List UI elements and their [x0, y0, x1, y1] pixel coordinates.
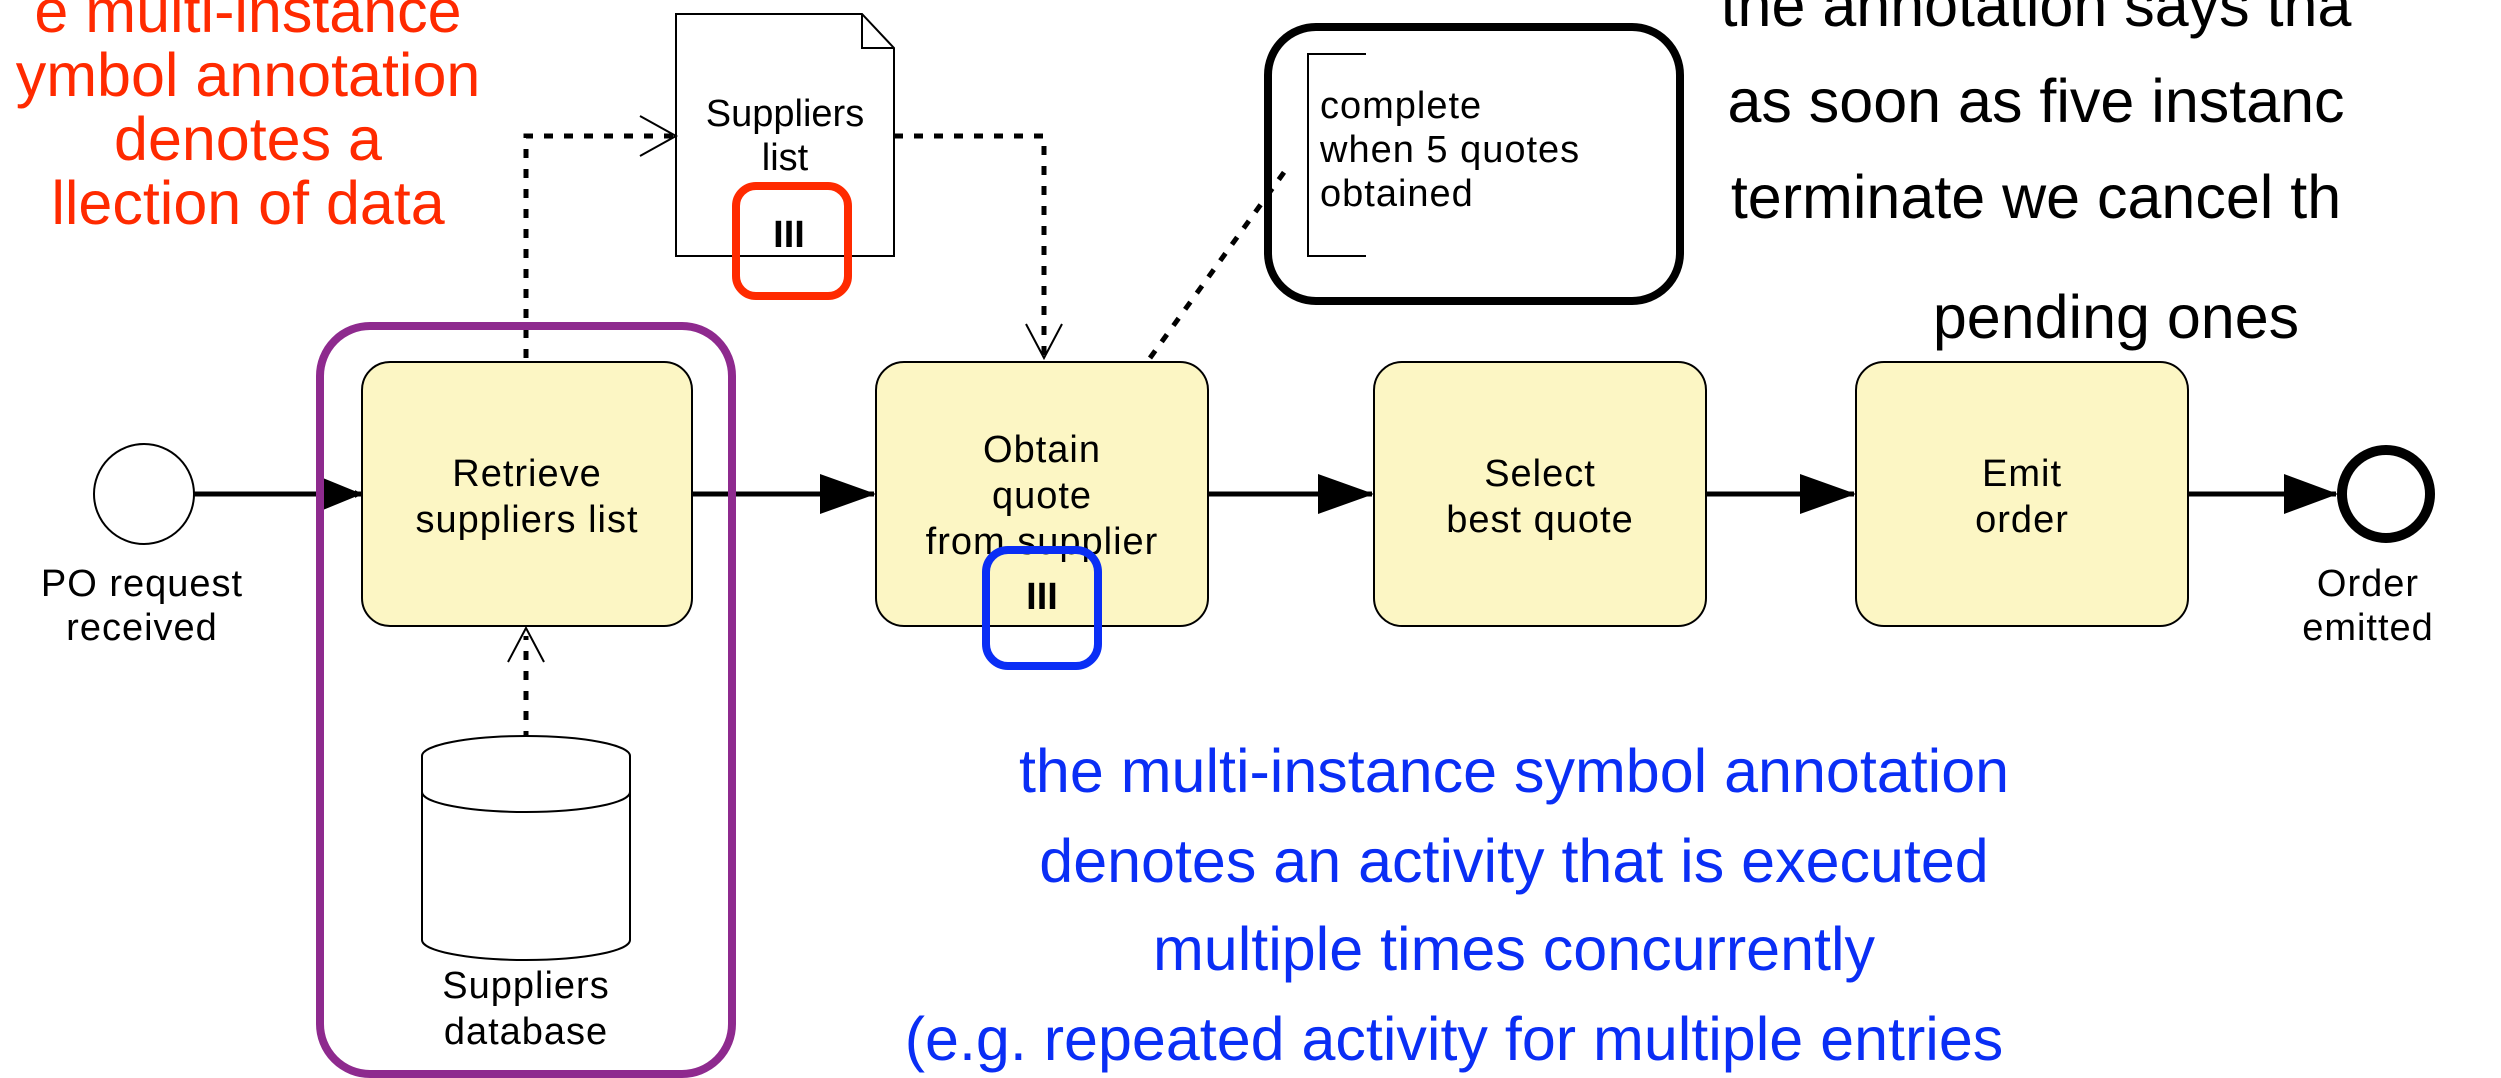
purple-highlight-box — [316, 322, 736, 1078]
task-label-line-3: from supplier — [926, 521, 1159, 563]
task-box — [1855, 361, 2189, 627]
task-label-line-2: quote — [992, 475, 1092, 517]
data-store-suppliers-database: Suppliers database — [421, 735, 631, 1053]
note-red-line-3: denotes a — [114, 105, 382, 173]
task-label-line-2: best quote — [1446, 499, 1633, 541]
data-store-label-line-1: Suppliers — [442, 965, 609, 1007]
note-red-line-4: llection of data — [51, 169, 444, 237]
task-label-line-1: Select — [1484, 453, 1596, 495]
note-blue-line-2: denotes an activity that is executed — [1039, 827, 1988, 895]
task-box — [875, 361, 1209, 627]
note-black-line-3: terminate we cancel th — [1731, 163, 2341, 231]
arrowhead-into-data-object — [639, 115, 679, 157]
end-event-label-line-2: emitted — [2302, 607, 2434, 649]
arrowhead-flow-4 — [1800, 474, 1856, 514]
task-label-line-1: Emit — [1982, 453, 2062, 495]
task-label-line-2: suppliers list — [415, 499, 638, 541]
data-object-label-line-2: list — [762, 137, 809, 179]
database-ring-2 — [421, 774, 631, 813]
data-store-label-line-2: database — [444, 1011, 608, 1053]
arrowhead-flow-1 — [318, 476, 362, 512]
task-box — [1373, 361, 1707, 627]
blue-highlight-box — [982, 546, 1102, 670]
task-obtain-quote-from-supplier: Obtain quote from supplier III — [875, 361, 1209, 670]
annotation-label-line-3: obtained — [1320, 173, 1474, 215]
text-annotation: complete when 5 quotes obtained — [1147, 23, 1684, 360]
task-label-line-1: Retrieve — [452, 453, 602, 495]
start-event-circle — [93, 443, 195, 545]
note-red-line-2: ymbol annotation — [16, 41, 481, 109]
note-black-line-1: the annotation says tha — [1721, 0, 2352, 39]
task-label-line-2: order — [1975, 499, 2069, 541]
end-event-circle — [2337, 445, 2435, 543]
annotation-label-line-1: complete — [1320, 85, 1482, 127]
note-black-line-4: pending ones — [1933, 283, 2299, 351]
arrowhead-flow-3 — [1318, 474, 1374, 514]
black-highlight-box — [1264, 23, 1684, 305]
note-blue-line-1: the multi-instance symbol annotation — [1019, 737, 2009, 805]
sequence-flows — [194, 474, 2338, 514]
document-icon — [675, 13, 895, 257]
note-black: the annotation says tha as soon as five … — [1721, 0, 2352, 351]
note-blue-line-4: (e.g. repeated activity for multiple ent… — [905, 1005, 2004, 1073]
arrowhead-into-task1-from-database — [507, 625, 545, 663]
note-red-line-1: e multi-instance — [34, 0, 461, 45]
arrowhead-flow-2 — [820, 474, 876, 514]
annotation-label-line-2: when 5 quotes — [1319, 129, 1580, 171]
note-black-line-2: as soon as five instanc — [1727, 67, 2344, 135]
data-object-label-line-1: Suppliers — [706, 93, 864, 135]
data-object-suppliers-list: Suppliers list III — [675, 13, 895, 300]
end-event: Order emitted — [2302, 445, 2435, 649]
data-object-multi-instance-marker: III — [773, 214, 805, 256]
end-event-label-line-1: Order — [2317, 563, 2419, 605]
red-highlight-box — [732, 182, 852, 300]
database-icon — [421, 774, 631, 961]
task-select-best-quote: Select best quote — [1373, 361, 1707, 627]
data-associations — [507, 115, 1063, 740]
arrowhead-flow-5 — [2284, 474, 2338, 514]
note-blue: the multi-instance symbol annotation den… — [905, 737, 2009, 1073]
note-blue-line-3: multiple times concurrently — [1153, 915, 1876, 983]
task-label-line-1: Obtain — [983, 429, 1101, 471]
arrowhead-into-task2 — [1025, 323, 1063, 361]
note-red: e multi-instance ymbol annotation denote… — [16, 0, 481, 237]
start-event-label-line-1: PO request — [41, 563, 243, 605]
task-multi-instance-marker: III — [1026, 576, 1058, 618]
association-task1-to-data-object — [523, 133, 676, 358]
task-emit-order: Emit order — [1855, 361, 2189, 627]
task-box — [361, 361, 693, 627]
task-retrieve-suppliers-list: Retrieve suppliers list — [361, 361, 693, 627]
start-event-label-line-2: received — [66, 607, 218, 649]
annotation-bracket — [1307, 53, 1366, 257]
start-event: PO request received — [41, 443, 243, 649]
document-fold — [861, 14, 894, 49]
association-data-object-to-task2 — [894, 133, 1047, 358]
